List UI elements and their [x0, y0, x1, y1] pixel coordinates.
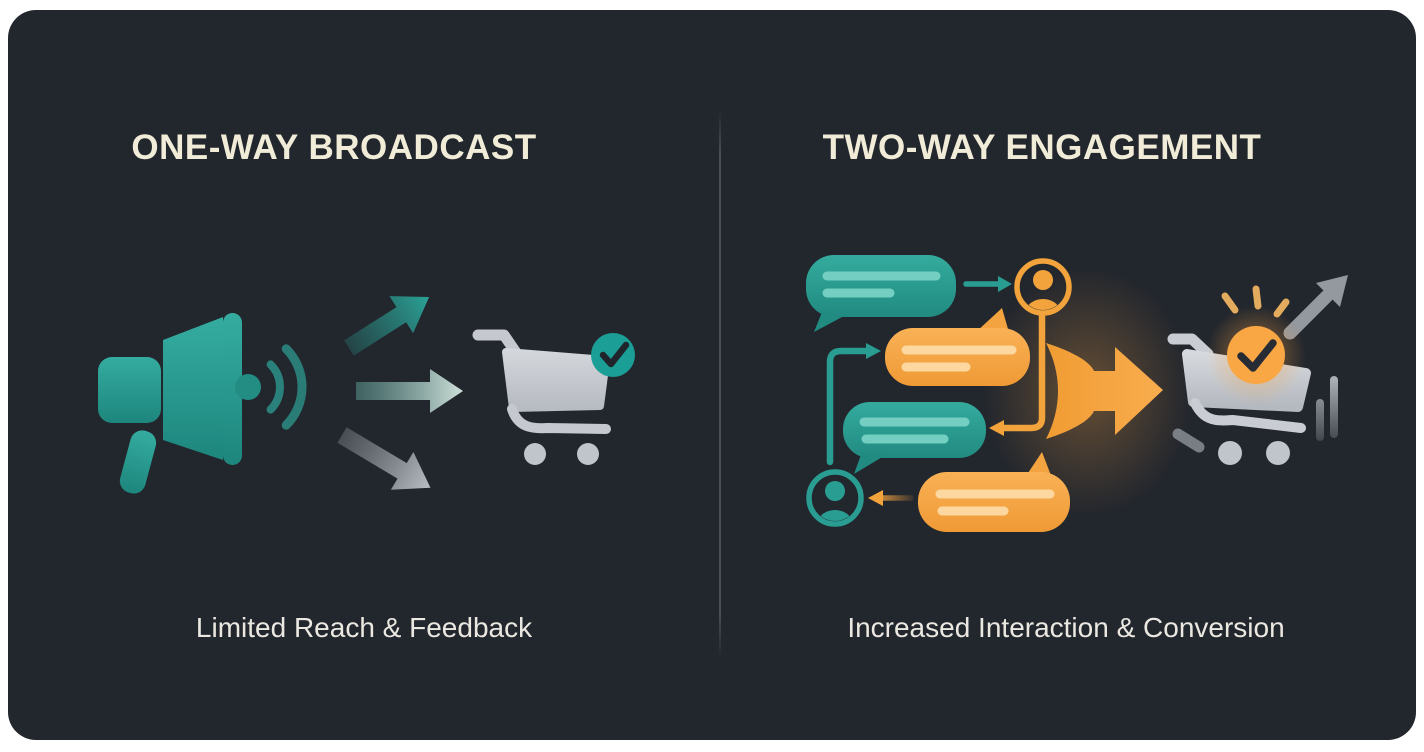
- user-avatar-orange-icon: [1014, 258, 1072, 316]
- user-avatar-teal-icon: [806, 469, 864, 527]
- left-panel-title: ONE-WAY BROADCAST: [131, 128, 537, 167]
- megaphone-icon: [98, 313, 261, 494]
- chat-bubble-teal-icon: [806, 255, 956, 332]
- growth-arrow-icon: [1283, 275, 1348, 340]
- comparison-card: ONE-WAY BROADCAST TWO-WAY ENGAGEMENT: [8, 10, 1416, 740]
- speed-lines-icon: [1316, 376, 1338, 441]
- sound-waves-icon: [266, 344, 307, 430]
- two-way-engagement-illustration: [806, 255, 1348, 532]
- chat-bubble-teal2-icon: [843, 402, 986, 474]
- reply-elbow-teal-icon: [826, 343, 881, 466]
- one-way-broadcast-illustration: [98, 296, 635, 494]
- check-badge-icon: [1206, 305, 1306, 405]
- check-badge-icon: [591, 333, 635, 377]
- reply-arrow-teal-icon: [963, 276, 1012, 292]
- reply-elbow-orange-icon: [989, 312, 1046, 436]
- shopping-cart-icon: [472, 329, 611, 465]
- conversion-arrow-icon: [1046, 343, 1163, 439]
- panel-divider: [719, 110, 721, 658]
- broadcast-arrow-middle-icon: [356, 369, 463, 413]
- broadcast-arrow-top-icon: [344, 296, 430, 356]
- left-panel-caption: Limited Reach & Feedback: [195, 612, 533, 643]
- reply-arrow-orange-icon: [868, 490, 914, 506]
- chat-bubble-orange2-icon: [918, 452, 1070, 532]
- right-panel-title: TWO-WAY ENGAGEMENT: [822, 128, 1262, 167]
- broadcast-arrow-bottom-icon: [337, 427, 431, 490]
- right-panel-caption: Increased Interaction & Conversion: [847, 612, 1285, 643]
- chat-bubble-orange-icon: [885, 308, 1030, 386]
